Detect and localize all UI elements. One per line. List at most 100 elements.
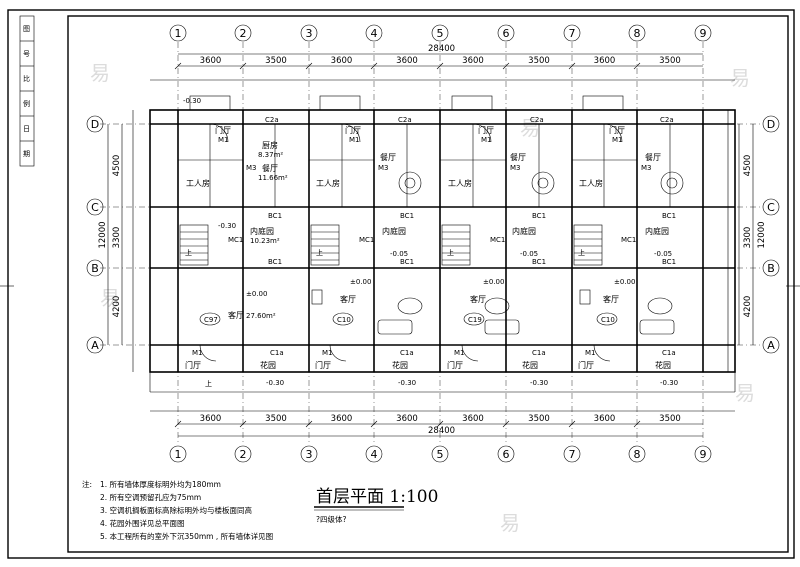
elevation-label: -0.30 [218,222,236,230]
room-label-nei-ting-yuan: 内庭园 [382,226,406,236]
dimension-tick [239,62,247,70]
room-label-hua-yuan: 花园 [392,360,408,370]
dimension-label-right: 3300 [743,227,753,249]
axis-bubble [762,259,780,277]
axis-bubble [628,24,646,42]
window-label: BC1 [532,212,546,220]
axis-bubble-label: 6 [503,448,510,461]
watermark-text: 易 [520,116,540,140]
total-dimension-top: 28400 [428,44,455,54]
dimension-tick [305,62,313,70]
window-label: BC1 [532,258,546,266]
drawing-subtitle: ?四级体? [316,514,346,524]
strip-text: 例 [23,99,30,108]
room-label-men-ting: 门厅 [447,360,463,370]
axis-bubble [86,115,104,133]
axis-bubble [86,259,104,277]
drawing-outer-frame [7,9,795,559]
door-label: M3 [510,164,521,172]
axis-bubble [234,24,252,42]
dimension-labels: 3600360035003500360036003600360036003600… [98,56,767,428]
elevation-label: -0.30 [183,97,201,105]
dimension-tick [502,420,510,428]
room-label-hua-yuan: 花园 [260,360,276,370]
dimension-label-left: 3300 [112,227,122,249]
axis-bubble [563,445,581,463]
dimension-tick [305,420,313,428]
room-label-gong-ren-fang: 工人房 [316,178,340,188]
dimension-total-right: 12000 [757,221,767,248]
watermark-layer: 易 易 易 易 易 易 [90,61,755,535]
dimension-label-top: 3500 [265,56,287,66]
general-notes: 注: 1. 所有墙体厚度标明外均为180mm 2. 所有空调预留孔应为75mm … [82,479,273,541]
room-labels: 门厅 门厅 门厅 门厅 厨房 8.37m² 餐厅 11.66m² 餐厅 餐厅 餐… [185,125,671,370]
note-line: 4. 花园外围详见总平面图 [100,518,185,528]
dimension-tick [568,420,576,428]
room-label-men-ting: 门厅 [185,360,201,370]
dimension-label-left: 4200 [112,296,122,318]
dimension-strings: 28400 28400 [107,44,754,437]
room-label-ke-ting: 客厅 [470,294,486,304]
elevation-label: ±0.00 [246,290,267,298]
axis-bubble [694,445,712,463]
dimension-tick [502,62,510,70]
door-label: M1 [585,349,596,357]
axis-bubble [762,198,780,216]
notes-heading: 注: [82,479,92,489]
elevation-label: -0.30 [266,379,284,387]
drawing-inner-frame [67,15,789,553]
watermark-text: 易 [730,66,750,90]
room-label-men-ting: 门厅 [609,125,625,135]
axis-bubble [497,24,515,42]
axis-bubble [694,24,712,42]
stair-up-label: 上 [578,248,585,257]
axis-bubble [497,445,515,463]
room-label-nei-ting-yuan: 内庭园 [645,226,669,236]
note-line: 3. 空调机搁板面标高除标明外均与楼板面同高 [100,505,253,515]
stair-up-label: 上 [185,248,192,257]
axis-bubble-label: 8 [634,448,641,461]
note-line: 2. 所有空调预留孔应为75mm [100,492,201,502]
room-label-gong-ren-fang: 工人房 [186,178,210,188]
axis-bubble-label: 4 [371,448,378,461]
window-label: BC1 [400,258,414,266]
dimension-label-bottom: 3600 [331,414,353,424]
dimension-label-left: 4500 [112,155,122,177]
axis-bubble-label: 9 [700,448,707,461]
room-label-nei-ting-yuan: 内庭园 [512,226,536,236]
axis-bubble-label: C [91,201,99,214]
room-label-ke-ting: 客厅 [603,294,619,304]
room-label-can-ting: 餐厅 [262,164,278,173]
room-label-ke-ting: 客厅 [228,310,244,320]
furniture [199,123,684,362]
dimension-label-right: 4200 [743,296,753,318]
axis-bubble-label: D [91,118,99,131]
window-label: C1a [532,349,546,357]
room-label-men-ting: 门厅 [215,125,231,135]
strip-text: 比 [23,74,30,83]
axis-bubble [365,24,383,42]
axis-bubble [628,445,646,463]
elevation-label: -0.30 [398,379,416,387]
window-label: C1a [662,349,676,357]
axis-bubble-label: 7 [569,27,576,40]
axis-bubble [86,198,104,216]
axis-bubble-label: 5 [437,27,444,40]
dimension-tick [633,62,641,70]
axis-bubble [365,445,383,463]
window-label: C2a [660,116,674,124]
window-label: C1a [270,349,284,357]
door-label: M1 [454,349,465,357]
window-label: BC1 [400,212,414,220]
window-label: C2a [265,116,279,124]
axis-bubble-label: 3 [306,448,313,461]
building-walls [149,95,736,393]
room-area-court: 10.23m² [250,237,280,245]
dimension-label-top: 3600 [462,56,484,66]
dimension-tick [436,420,444,428]
dimension-label-bottom: 3600 [396,414,418,424]
axis-bubble [431,24,449,42]
door-label: M3 [378,164,389,172]
